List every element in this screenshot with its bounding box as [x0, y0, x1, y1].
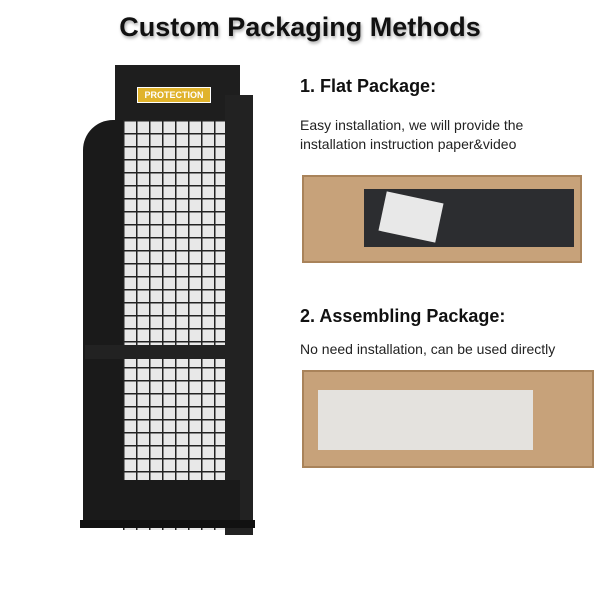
grid-wall — [123, 120, 235, 530]
flat-package-description: Easy installation, we will provide the i… — [300, 116, 523, 154]
foam-protection — [318, 390, 533, 450]
assembling-package-heading: 2. Assembling Package: — [300, 306, 506, 326]
description-line: No need installation, can be used direct… — [300, 341, 556, 357]
assembling-package-photo — [302, 370, 594, 468]
stand-left-panel — [83, 120, 128, 520]
bottom-shelf — [85, 480, 240, 520]
assembling-package-description: No need installation, can be used direct… — [300, 340, 555, 359]
page-title: Custom Packaging Methods — [119, 12, 481, 42]
logo: PROTECTION — [137, 87, 211, 103]
description-line: installation instruction paper&video — [300, 136, 517, 152]
display-stand-image: PROTECTION — [75, 65, 265, 555]
flat-package-heading: 1. Flat Package: — [300, 76, 437, 96]
stand-feet — [80, 520, 255, 528]
middle-shelf — [85, 345, 235, 359]
flat-package-photo — [302, 175, 582, 263]
description-line: Easy installation, we will provide the — [300, 117, 524, 133]
stand-right-panel — [225, 95, 253, 535]
